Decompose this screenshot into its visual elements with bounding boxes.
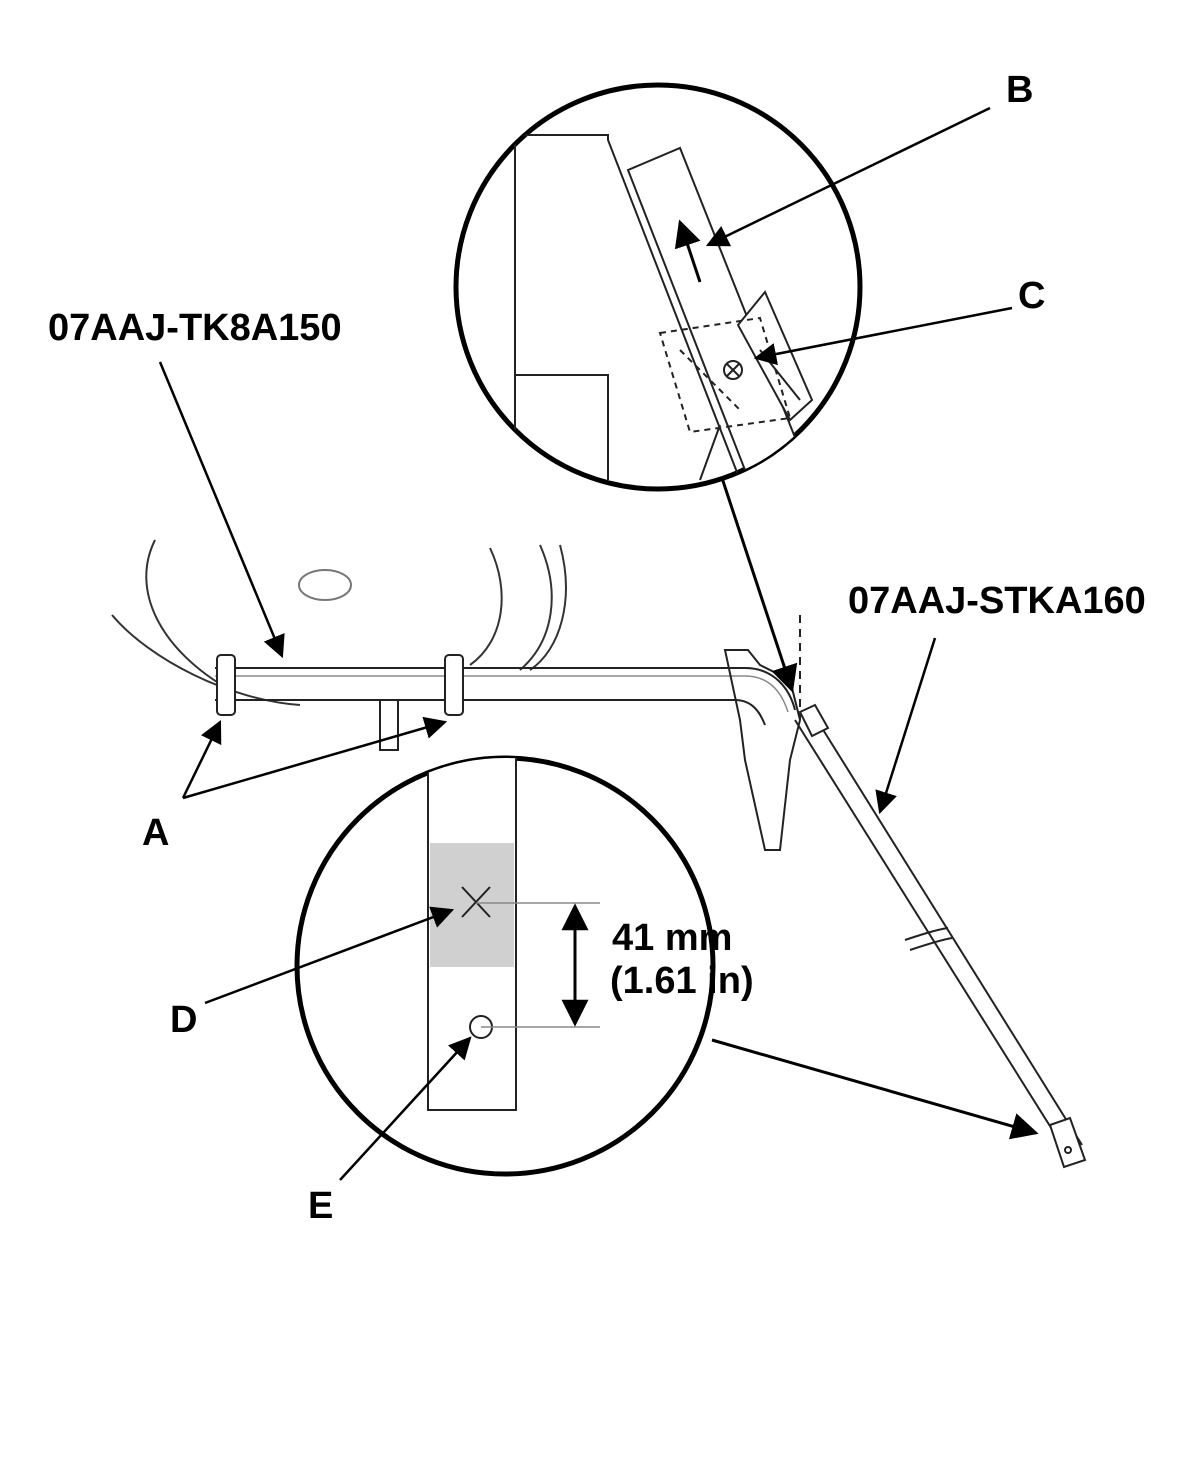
callout-c: C [1018,275,1045,317]
dimension-in-label: (1.61 in) [610,960,754,1002]
tube-07aaj-stka160 [794,703,1087,1169]
leader-lines [158,106,1039,1181]
bracket [723,615,802,851]
part-number-label-stka160: 07AAJ-STKA160 [848,580,1146,622]
detail-view-bottom [294,755,716,1177]
callout-d: D [170,999,197,1041]
tube-clamps [216,654,464,751]
part-number-label-tk8a150: 07AAJ-TK8A150 [48,307,342,349]
callout-e: E [308,1185,333,1227]
vehicle-body-outline [111,539,567,706]
callout-a: A [142,812,169,854]
detail-view-top [453,82,863,492]
callout-b: B [1006,69,1033,111]
dimension-mm-label: 41 mm [612,917,732,959]
direction-arrow-b [674,219,702,283]
tube-07aaj-tk8a150 [215,667,796,726]
